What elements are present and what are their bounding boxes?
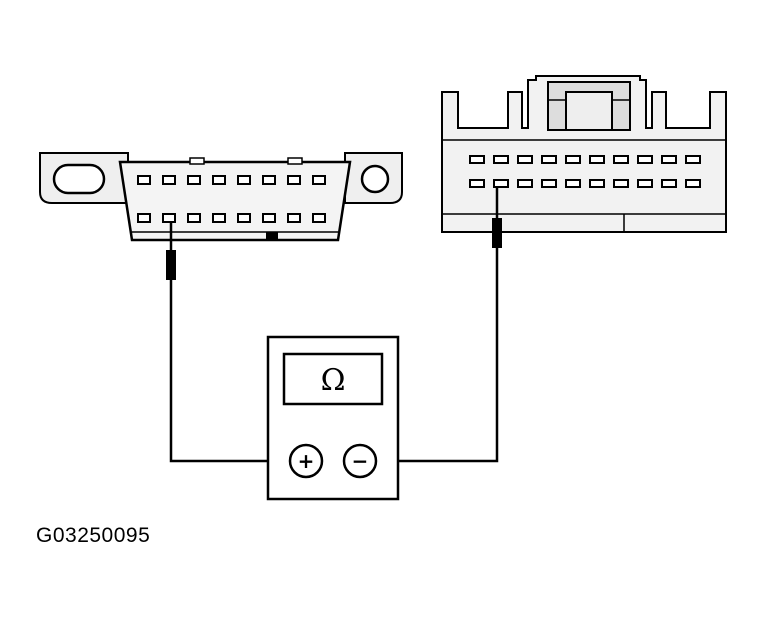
dlc-round-hole: [360, 164, 390, 194]
module-pin-slot: [469, 179, 485, 188]
dlc-pin-slot: [162, 175, 176, 185]
module-pin-slot: [493, 179, 509, 188]
dlc-pin-slot: [262, 175, 276, 185]
module-pin-slot: [661, 155, 677, 164]
dlc-pin-slot: [162, 213, 176, 223]
module-pin-slot: [589, 155, 605, 164]
dlc-pin-slot: [312, 213, 326, 223]
dlc-top-tab: [287, 157, 303, 165]
positive-terminal: [288, 443, 324, 479]
ohmmeter: Ω + −: [266, 335, 400, 501]
dlc-pin-slot: [187, 213, 201, 223]
module-pin-slot: [517, 155, 533, 164]
module-pin-slot: [565, 155, 581, 164]
module-pin-slot: [637, 155, 653, 164]
dlc-pin-slot: [137, 213, 151, 223]
module-connector-top-profile: [441, 75, 727, 233]
module-pin-slots: [469, 155, 701, 188]
module-pin-slot: [637, 179, 653, 188]
module-pin-slot: [589, 179, 605, 188]
module-pin-slot: [517, 179, 533, 188]
module-pin-slot: [541, 179, 557, 188]
dlc-pin-slot: [287, 175, 301, 185]
dlc-pin-slot: [237, 213, 251, 223]
ohmmeter-display: [282, 352, 384, 406]
right-probe-handle: [492, 218, 502, 248]
dlc-pin-slot: [262, 213, 276, 223]
module-pin-slot: [565, 179, 581, 188]
test-leads: [166, 187, 502, 463]
left-test-wire: [169, 280, 288, 463]
module-pin-slot: [613, 179, 629, 188]
dlc-bottom-key: [266, 232, 278, 240]
dlc-pin-slots: [137, 175, 326, 223]
negative-terminal-label: −: [352, 449, 369, 473]
module-pin-slot: [685, 155, 701, 164]
module-pin-slot: [613, 155, 629, 164]
dlc-pin-slot: [137, 175, 151, 185]
dlc-pin-slot: [187, 175, 201, 185]
module-pin-slot: [493, 155, 509, 164]
module-pin-slot: [685, 179, 701, 188]
positive-terminal-label: +: [298, 449, 315, 473]
dlc-pin-slot: [212, 213, 226, 223]
module-pin-slot: [661, 179, 677, 188]
module-connector: [441, 75, 727, 233]
module-pin-slot: [541, 155, 557, 164]
dlc-connector: [39, 152, 403, 242]
dlc-pin-slot: [287, 213, 301, 223]
dlc-oval-hole: [52, 163, 106, 195]
module-pin-slot: [469, 155, 485, 164]
dlc-pin-slot: [312, 175, 326, 185]
dlc-top-tab: [189, 157, 205, 165]
ohm-symbol: Ω: [321, 363, 346, 398]
dlc-pin-slot: [237, 175, 251, 185]
module-connector-latch-window: [565, 91, 613, 131]
left-probe-handle: [166, 250, 176, 280]
dlc-pin-slot: [212, 175, 226, 185]
figure-id: G03250095: [36, 524, 151, 547]
negative-terminal: [342, 443, 378, 479]
dlc-body: [118, 160, 352, 242]
right-test-wire: [378, 248, 499, 463]
